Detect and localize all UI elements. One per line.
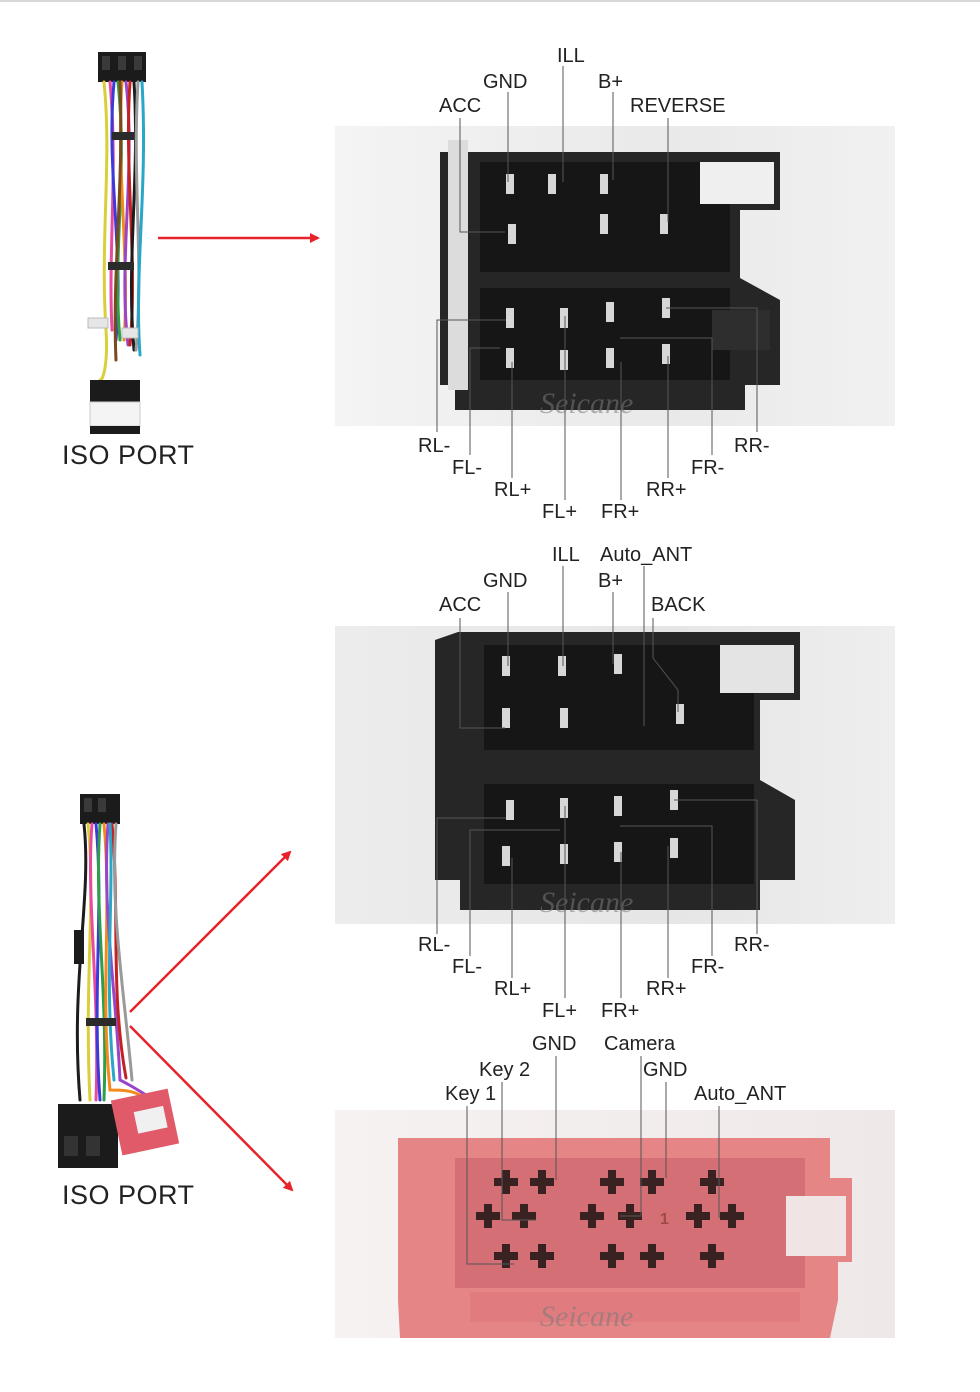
label-rl-plus: RL+	[494, 479, 531, 501]
pin-labels-3: Key 1 Key 2 GND Camera GND Auto_ANT	[445, 1033, 786, 1105]
label-rl-minus-2: RL-	[418, 934, 450, 956]
label-b-plus-2: B+	[598, 570, 623, 592]
watermark-2: Seicane	[540, 886, 633, 919]
iso-port-label-bottom: ISO PORT	[62, 1180, 195, 1210]
label-fr-minus: FR-	[691, 457, 724, 479]
label-gnd: GND	[483, 71, 527, 93]
label-back: BACK	[651, 594, 706, 616]
top-divider	[0, 0, 980, 2]
arrow-to-red-connector	[129, 1025, 294, 1192]
label-acc-2: ACC	[439, 594, 481, 616]
label-fr-plus-2: FR+	[601, 1000, 639, 1022]
label-key-1: Key 1	[445, 1083, 496, 1105]
wire-harness-2	[58, 794, 180, 1168]
label-fl-minus: FL-	[452, 457, 482, 479]
label-fl-plus: FL+	[542, 501, 577, 523]
leader-lines-3	[466, 1056, 720, 1265]
label-acc: ACC	[439, 95, 481, 117]
iso-port-label-top: ISO PORT	[62, 440, 195, 470]
watermark-3: Seicane	[540, 1300, 633, 1333]
connector-pin-mark: 1	[660, 1211, 669, 1228]
label-auto-ant: Auto_ANT	[600, 544, 692, 566]
wire-harness-1	[87, 52, 146, 434]
label-rr-minus: RR-	[734, 435, 770, 457]
label-gnd-3: GND	[532, 1033, 576, 1055]
watermark-1: Seicane	[540, 387, 633, 420]
black-connector-2	[435, 632, 800, 910]
label-reverse: REVERSE	[630, 95, 726, 117]
leader-lines-1	[436, 66, 758, 500]
arrow-to-connector-2	[129, 850, 292, 1013]
label-auto-ant-2: Auto_ANT	[694, 1083, 786, 1105]
label-rr-plus-2: RR+	[646, 978, 687, 1000]
label-fr-minus-2: FR-	[691, 956, 724, 978]
black-connector-1	[440, 140, 780, 410]
label-rl-plus-2: RL+	[494, 978, 531, 1000]
label-key-2: Key 2	[479, 1059, 530, 1081]
label-ill-2: ILL	[552, 544, 580, 566]
label-gnd-4: GND	[643, 1059, 687, 1081]
pin-labels-1: ACC GND ILL B+ REVERSE RL- FL- RL+ FL+ F…	[418, 45, 770, 523]
pin-labels-2: ACC GND ILL Auto_ANT B+ BACK RL- FL- RL+…	[418, 544, 770, 1022]
label-rr-minus-2: RR-	[734, 934, 770, 956]
label-rr-plus: RR+	[646, 479, 687, 501]
label-fl-minus-2: FL-	[452, 956, 482, 978]
label-gnd-2: GND	[483, 570, 527, 592]
label-rl-minus: RL-	[418, 435, 450, 457]
label-fr-plus: FR+	[601, 501, 639, 523]
leader-lines-2	[436, 566, 758, 998]
label-b-plus: B+	[598, 71, 623, 93]
label-camera: Camera	[604, 1033, 676, 1055]
label-fl-plus-2: FL+	[542, 1000, 577, 1022]
red-connector: 1	[398, 1138, 852, 1338]
label-ill: ILL	[557, 45, 585, 67]
